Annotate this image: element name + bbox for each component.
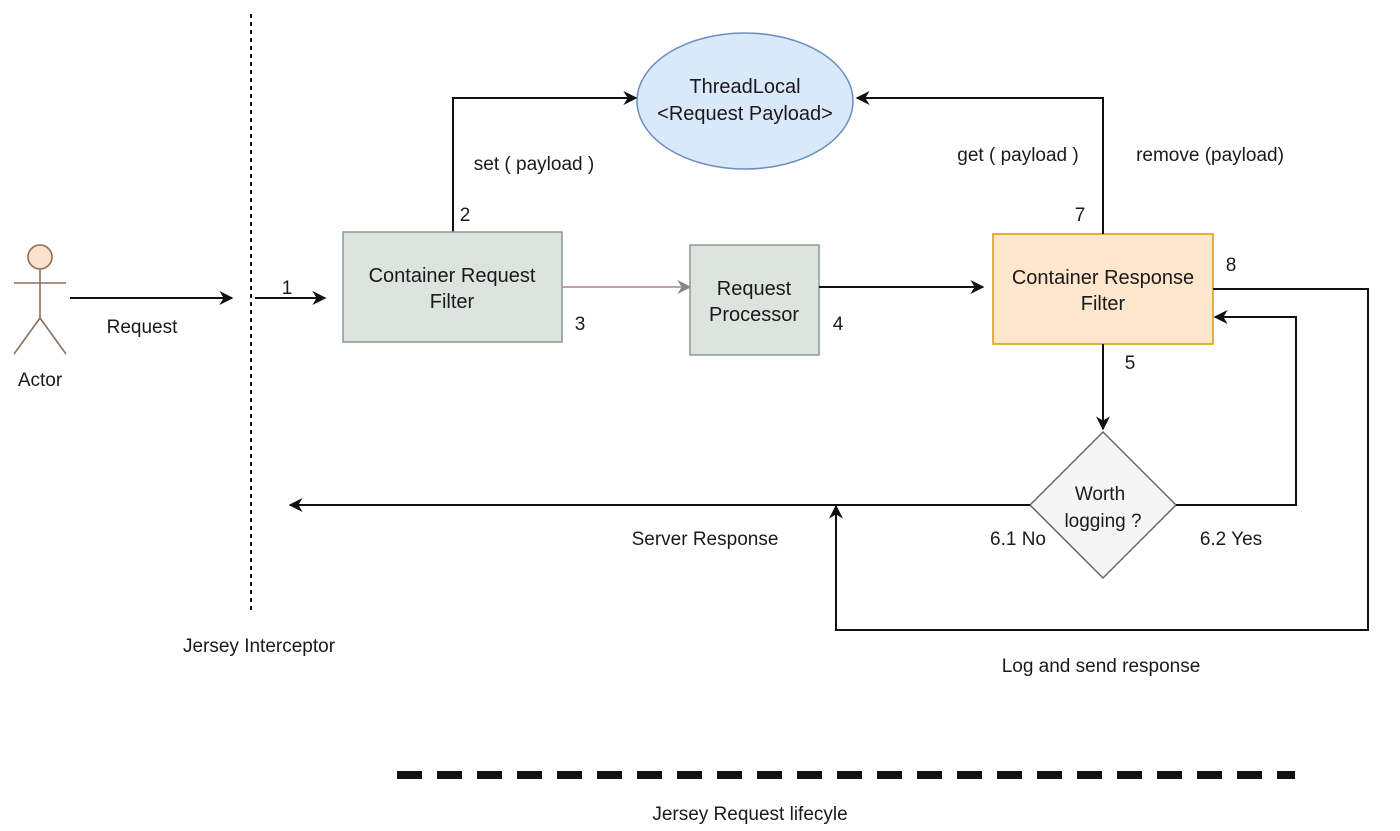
container-request-filter-node: Container Request Filter <box>342 231 563 343</box>
get-payload-label: get ( payload ) <box>957 145 1078 166</box>
request-processor-line1: Request <box>717 278 792 300</box>
remove-payload-label: remove (payload) <box>1136 145 1284 166</box>
set-payload-label: set ( payload ) <box>474 154 594 175</box>
request-processor-node: Request Processor <box>689 244 820 356</box>
step3-label: 3 <box>575 314 586 335</box>
step7-label: 7 <box>1075 205 1086 226</box>
step8-label: 8 <box>1226 255 1237 276</box>
response-filter-line2: Filter <box>1081 293 1126 315</box>
thread-local-node: ThreadLocal <Request Payload> <box>636 32 854 170</box>
request-processor-line2: Processor <box>709 304 799 326</box>
lifecycle-legend-label: Jersey Request lifecyle <box>652 804 847 825</box>
log-and-send-arrow <box>829 288 1369 631</box>
get-remove-payload-arrow <box>855 91 1104 234</box>
request-filter-line1: Container Request <box>369 265 536 287</box>
step4-label: 4 <box>833 314 844 335</box>
request-label: Request <box>107 317 178 338</box>
set-payload-arrow <box>452 91 638 232</box>
interceptor-label: Jersey Interceptor <box>183 636 336 657</box>
thread-local-line2: <Request Payload> <box>657 103 833 125</box>
step1-label: 1 <box>282 278 293 299</box>
decision-line2: logging ? <box>1064 511 1141 532</box>
decision-line1: Worth <box>1075 484 1125 505</box>
actor-figure <box>13 244 67 355</box>
no-branch-label: 6.1 No <box>990 529 1046 550</box>
step2-label: 2 <box>460 205 471 226</box>
yes-branch-arrow <box>1176 310 1297 506</box>
thread-local-line1: ThreadLocal <box>689 76 800 98</box>
worth-logging-decision: Worth logging ? <box>1028 430 1178 580</box>
container-response-filter-node: Container Response Filter <box>992 233 1214 345</box>
log-and-send-label: Log and send response <box>1002 656 1201 677</box>
actor-label: Actor <box>18 370 63 391</box>
step5-label: 5 <box>1125 353 1136 374</box>
actor-head <box>27 244 53 270</box>
yes-branch-label: 6.2 Yes <box>1200 529 1262 550</box>
server-response-label: Server Response <box>632 529 779 550</box>
request-filter-line2: Filter <box>430 291 475 313</box>
response-filter-line1: Container Response <box>1012 267 1194 289</box>
